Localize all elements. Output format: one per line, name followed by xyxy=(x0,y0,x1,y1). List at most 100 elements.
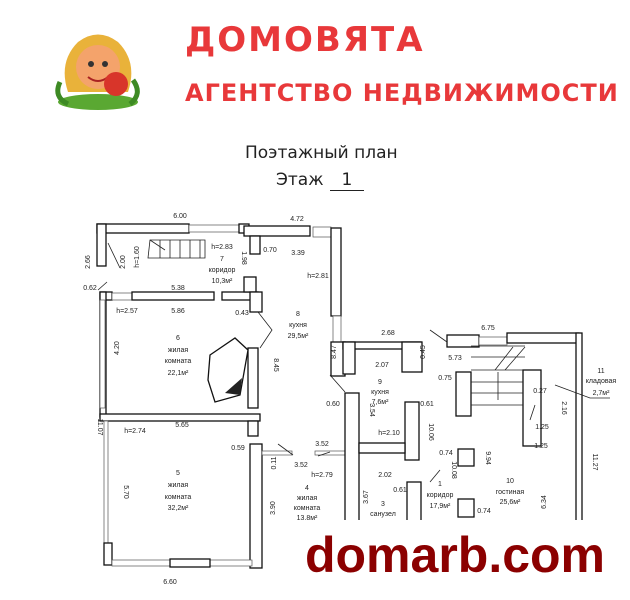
dim-label: 3.54 xyxy=(368,403,375,417)
room-name: жилая xyxy=(168,482,189,489)
dim-label: 1.25 xyxy=(534,443,548,450)
room-number: 6 xyxy=(176,335,180,342)
dim-label: 0.70 xyxy=(263,247,277,254)
room-name: жилая xyxy=(168,347,189,354)
dim-label: 0.62 xyxy=(83,285,97,292)
room-6: h=2.57 6 жилая комната 22,1м² xyxy=(116,308,191,377)
room-number: 4 xyxy=(305,485,309,492)
room-number: 10 xyxy=(506,478,514,485)
room-name: коридор xyxy=(427,492,454,499)
room-1: 1 коридор 17,9м² xyxy=(427,481,454,510)
room-number: 11 xyxy=(597,368,604,375)
room-height: h=2.10 xyxy=(378,430,400,437)
room-name: комната xyxy=(165,494,192,501)
room-number: 8 xyxy=(296,311,300,318)
room-area: 10,3м² xyxy=(212,278,233,285)
room-number: 1 xyxy=(438,481,442,488)
room-area: 17,9м² xyxy=(430,503,451,510)
room-11: 11 кладовая 2,7м² xyxy=(586,368,617,397)
watermark: domarb.com xyxy=(290,520,620,590)
room-4: h=2.79 4 жилая комната 13,8м² xyxy=(294,472,333,522)
dim-label: 4.72 xyxy=(290,216,304,223)
dim-label: 0.74 xyxy=(439,450,453,457)
dim-label: 9.94 xyxy=(484,451,491,465)
plan-title: Поэтажный план xyxy=(245,143,398,163)
dim-label: 8.45 xyxy=(272,358,279,372)
dim-label: 10.06 xyxy=(427,423,434,441)
dim-label: 1.25 xyxy=(535,424,549,431)
dim-label: 3.67 xyxy=(363,490,370,504)
dimension-labels: 6.00 4.72 2.66 2.00 1.98 0.70 3.39 5.38 … xyxy=(83,213,598,586)
dim-label: 3.90 xyxy=(270,501,277,515)
room-3: 3 санузел xyxy=(370,501,396,518)
dim-label: 6.34 xyxy=(541,495,548,509)
walls xyxy=(96,223,583,569)
room-name: коридор xyxy=(209,267,236,274)
room-7: h=2.83 7 коридор 10,3м² xyxy=(209,244,236,285)
agency-name: ДОМОВЯТА xyxy=(185,20,425,60)
room-number: 7 xyxy=(220,256,224,263)
room-name: комната xyxy=(165,358,192,365)
staircase-left xyxy=(147,239,206,259)
room-name: санузел xyxy=(370,511,396,518)
dim-label: 0.59 xyxy=(231,445,245,452)
dim-label: 0.61 xyxy=(420,401,434,408)
dim-label: 0.61 xyxy=(393,487,407,494)
dim-label: 6.75 xyxy=(481,325,495,332)
dim-label: 2.07 xyxy=(375,362,389,369)
dim-label: 5.38 xyxy=(171,285,185,292)
dim-label: 0.60 xyxy=(326,401,340,408)
room-10: 10 гостиная 25,6м² xyxy=(496,478,525,506)
floor-number: 1 xyxy=(329,170,365,191)
room-5: h=2.74 5 жилая комната 32,2м² xyxy=(124,428,191,512)
room-area: 25,6м² xyxy=(500,499,521,506)
room-height: h=2.79 xyxy=(311,472,333,479)
room-height: h=2.81 xyxy=(307,273,329,280)
dim-label: 0.75 xyxy=(438,375,452,382)
room-number: 9 xyxy=(378,379,382,386)
room-name: кладовая xyxy=(586,378,617,385)
room-number: 5 xyxy=(176,470,180,477)
dim-label: 3.39 xyxy=(291,250,305,257)
dim-label: 5.70 xyxy=(122,485,129,499)
floor-label-text: Этаж xyxy=(276,170,324,190)
room-9: 9 кухня 7,6м² h=2.10 xyxy=(371,379,400,437)
room-name: кухня xyxy=(371,389,389,396)
room-name: кухня xyxy=(289,322,307,329)
room-height: h=2.74 xyxy=(124,428,146,435)
dim-label: 2.00 xyxy=(120,255,127,269)
room-height: h=2.57 xyxy=(116,308,138,315)
dim-label: 2.68 xyxy=(381,330,395,337)
room-8: h=2.81 8 кухня 29,5м² xyxy=(288,273,329,340)
dim-label: 11.07 xyxy=(96,419,103,436)
room-name: комната xyxy=(294,505,321,512)
room-number: 3 xyxy=(381,501,385,508)
room-name: гостиная xyxy=(496,489,525,496)
dim-label: 10.08 xyxy=(450,461,457,479)
stair-height-label: h=1.60 xyxy=(134,246,141,268)
dim-label: 0.27 xyxy=(533,388,547,395)
dim-label: 5.86 xyxy=(171,308,185,315)
dim-label: 0.43 xyxy=(235,310,249,317)
dim-label: 3.52 xyxy=(315,441,329,448)
dim-label: 6.60 xyxy=(163,579,177,586)
agency-logo-mascot xyxy=(48,22,148,117)
dim-label: 2.66 xyxy=(85,255,92,269)
dim-label: 5.73 xyxy=(448,355,462,362)
room-name: жилая xyxy=(297,495,318,502)
dim-label: 3.52 xyxy=(294,462,308,469)
dim-label: 6.00 xyxy=(173,213,187,220)
dim-label: 2.02 xyxy=(378,472,392,479)
dim-label: 0.45 xyxy=(420,345,427,359)
dim-label: 1.98 xyxy=(240,251,247,265)
room-area: 32,2м² xyxy=(168,505,189,512)
dim-label: 0.11 xyxy=(271,456,278,469)
dim-label: 0.74 xyxy=(477,508,491,515)
agency-subtitle: АГЕНТСТВО НЕДВИЖИМОСТИ xyxy=(185,79,619,107)
dim-label: 5.65 xyxy=(175,422,189,429)
room-area: 2,7м² xyxy=(593,390,611,397)
dim-label: 8.47 xyxy=(331,345,338,359)
agency-brand: ДОМОВЯТА АГЕНТСТВО НЕДВИЖИМОСТИ xyxy=(185,20,619,108)
